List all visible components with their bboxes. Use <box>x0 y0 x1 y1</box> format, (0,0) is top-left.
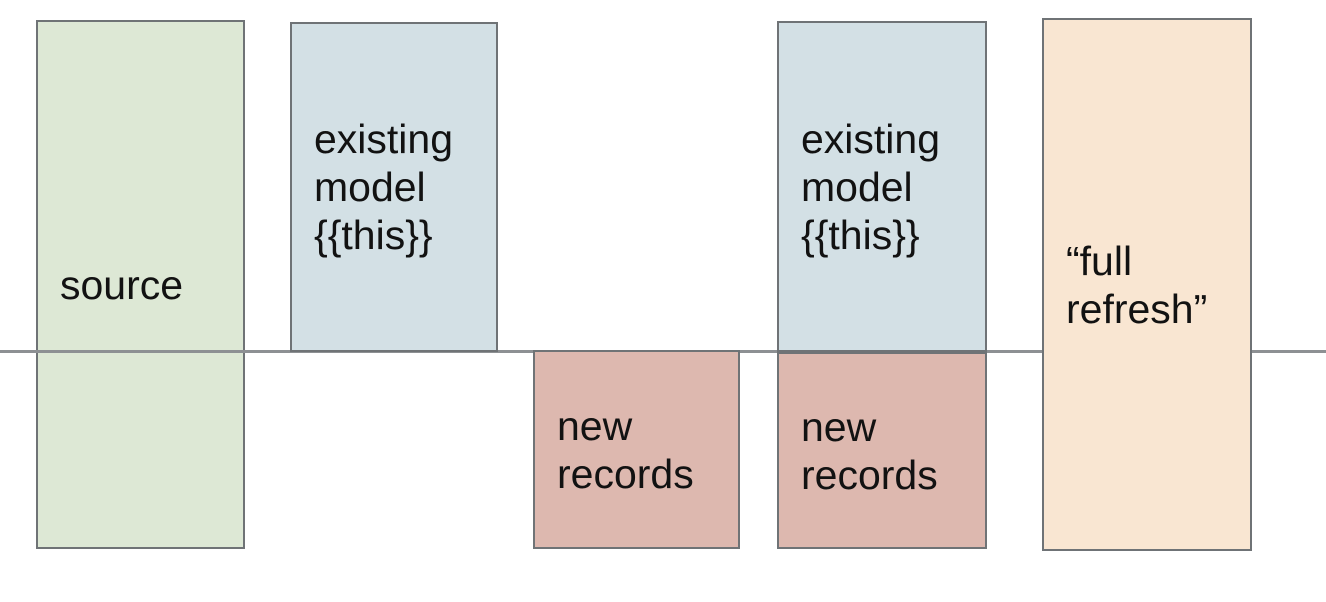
full-refresh-box: “full refresh” <box>1042 18 1252 551</box>
new-records-label-1: new records <box>557 402 694 497</box>
existing-model-label-2: existing model {{this}} <box>801 115 941 258</box>
new-records-box-2: new records <box>777 352 987 549</box>
source-box: source <box>36 20 245 549</box>
existing-model-box-1: existing model {{this}} <box>290 22 498 352</box>
new-records-box-1: new records <box>533 350 740 549</box>
existing-model-box-2: existing model {{this}} <box>777 21 987 352</box>
existing-model-label-1: existing model {{this}} <box>314 116 454 258</box>
new-records-label-2: new records <box>801 403 938 498</box>
source-label: source <box>60 261 184 308</box>
full-refresh-label: “full refresh” <box>1066 237 1208 332</box>
